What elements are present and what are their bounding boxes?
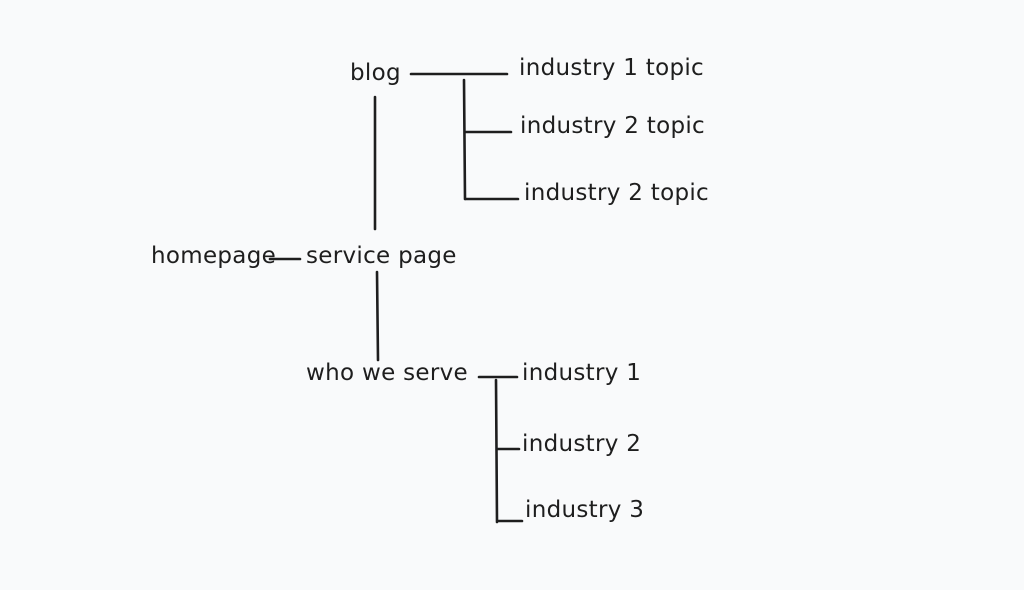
node-who-we-serve: who we serve <box>306 360 468 386</box>
node-blog: blog <box>350 60 401 86</box>
node-industry-2: industry 2 <box>522 431 642 457</box>
edge-industries-spine <box>494 378 499 524</box>
node-blog-topic-1: industry 1 topic <box>519 55 704 81</box>
node-homepage: homepage <box>151 243 277 269</box>
node-blog-topic-2: industry 2 topic <box>520 113 705 139</box>
node-industry-3: industry 3 <box>525 497 645 523</box>
node-service-page: service page <box>306 243 457 269</box>
edge-blog-topics-spine <box>462 78 467 201</box>
node-blog-topic-3: industry 2 topic <box>524 180 709 206</box>
edge-service-page-who-we-serve <box>375 270 380 362</box>
node-industry-1: industry 1 <box>522 360 642 386</box>
